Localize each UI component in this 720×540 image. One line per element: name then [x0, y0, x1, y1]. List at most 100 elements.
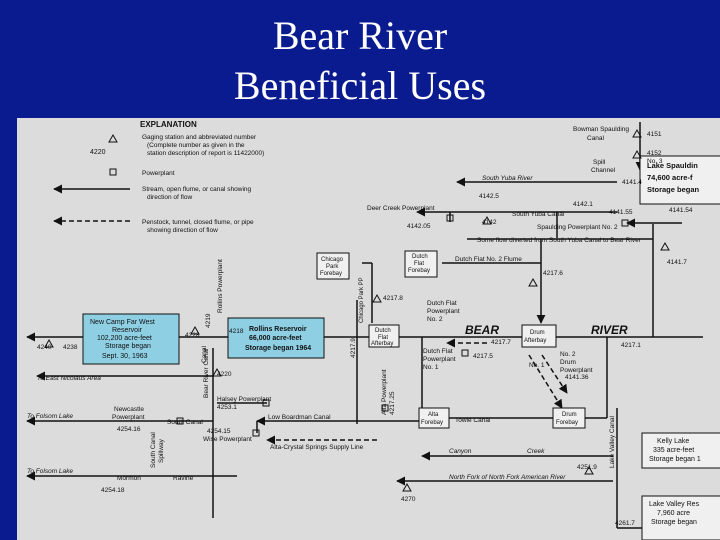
dutch-flat-pp2-label1: Dutch Flat: [427, 300, 457, 307]
gage-4152-icon: [632, 149, 642, 159]
drum-forebay-label1: Drum: [562, 412, 577, 418]
legend-powerplant: Powerplant: [142, 170, 175, 177]
drum-pp2-label3: Powerplant: [560, 367, 593, 374]
bowman-canal-label1: Bowman Spaulding: [573, 126, 629, 133]
legend-gaging-text1: Gaging station and abbreviated number: [142, 134, 257, 141]
station-4228: 4228: [185, 332, 200, 339]
gage-4240-icon: [44, 338, 54, 348]
bear-river-label2: RIVER: [591, 323, 628, 337]
station-4217-6: 4217.6: [543, 270, 563, 277]
station-4254-15: 4254.15: [207, 428, 231, 435]
canal-label: Canal: [201, 345, 208, 363]
gage-4217-8-icon: [372, 293, 382, 303]
lake-valley-res-label2: 7,960 acre: [657, 510, 690, 517]
legend-penstock-text2: showing direction of flow: [147, 227, 218, 234]
drum-pp2-label2: Drum: [560, 359, 576, 366]
chicago-forebay-label1: Chicago: [321, 257, 344, 263]
station-4217-9: 4217.9: [350, 338, 357, 358]
powerplant-dutch1-icon: [461, 349, 469, 357]
station-4251-9: 4251.9: [577, 464, 597, 471]
powerplant-wise-icon: [252, 429, 260, 437]
gage-4217-6-icon: [528, 277, 538, 287]
legend-gaging-text3: station description of report is 1142200…: [147, 150, 264, 157]
powerplant-alta-icon: [381, 404, 389, 412]
station-4142: 4142: [482, 219, 497, 226]
legend-gaging-text2: (Complete number as given in the: [147, 142, 245, 149]
schematic-diagram: EXPLANATION 4220 Gaging station and abbr…: [17, 118, 720, 540]
rollins-label2: 66,000 acre-feet: [249, 335, 302, 342]
dutch-flat-pp2-label2: Powerplant: [427, 308, 460, 315]
station-4254-18: 4254.18: [101, 487, 125, 494]
spill-label2: Channel: [591, 167, 616, 174]
station-4219: 4219: [205, 313, 212, 328]
drum-pp2-label1: No. 2: [560, 351, 576, 358]
station-4141-7: 4141.7: [667, 259, 687, 266]
drum-forebay-label2: Forebay: [556, 420, 578, 426]
station-4217-1: 4217.1: [621, 342, 641, 349]
alta-crystal-label: Alta-Crystal Springs Supply Line: [270, 444, 364, 451]
new-camp-label3: 102,200 acre-feet: [97, 335, 152, 342]
powerplant-newcastle-icon: [176, 417, 184, 425]
station-4254-16: 4254.16: [117, 426, 141, 433]
station-4152-no3: No. 3: [647, 158, 663, 165]
lake-valley-canal-label: Lake Valley Canal: [609, 416, 616, 468]
gage-4151-icon: [632, 128, 642, 138]
gaging-station-icon: [108, 133, 118, 143]
dutch-forebay-label2: Flat: [414, 261, 424, 267]
kelly-lake-box: [641, 432, 720, 469]
lake-valley-res-box: [641, 495, 720, 540]
new-camp-label5: Sept. 30, 1963: [102, 353, 148, 360]
dutch-afterbay-label1: Dutch: [375, 328, 391, 334]
station-4217-7: 4217.7: [491, 339, 511, 346]
drum-forebay-box: [552, 407, 586, 429]
to-east-nicolaus-label: To East Nicolaus Area: [37, 375, 101, 382]
gage-4142-icon: [482, 215, 492, 225]
mormon-label: Mormon: [117, 475, 141, 482]
station-4261-7: 4261.7: [615, 520, 635, 527]
legend-gaging-example: 4220: [90, 149, 106, 156]
powerplant-deer-creek-icon: [446, 214, 454, 222]
dutch-flat-pp1-label3: No. 1: [423, 364, 439, 371]
station-4142-05: 4142.05: [407, 223, 431, 230]
to-folsom-lake-label2: To Folsom Lake: [27, 468, 73, 475]
legend-penstock-text1: Penstock, tunnel, closed flume, or pipe: [142, 219, 254, 226]
lake-spaulding-label: Lake Spauldin: [647, 161, 698, 170]
gage-4228-icon: [190, 325, 200, 335]
new-camp-label4: Storage began: [105, 343, 151, 350]
canyon-creek-label1: Canyon: [449, 448, 472, 455]
powerplant-halsey-icon: [262, 399, 270, 407]
station-4253-1: 4253.1: [217, 404, 237, 411]
dutch-afterbay-label3: Afterbay: [371, 341, 393, 347]
powerplant-spaulding2-icon: [621, 219, 629, 227]
alta-forebay-label1: Alta: [428, 412, 439, 418]
chicago-forebay-label2: Park: [326, 264, 339, 270]
rollins-label3: Storage began 1964: [245, 345, 311, 352]
station-4217-25: 4217.25: [389, 391, 396, 415]
low-boardman-label: Low Boardman Canal: [268, 414, 331, 421]
powerplant-icon: [109, 168, 117, 176]
lake-spaulding-date: Storage began: [647, 185, 700, 194]
newcastle-pp-label2: Powerplant: [112, 414, 145, 421]
south-canal-spillway-label1: South Canal: [150, 432, 157, 468]
alta-forebay-label2: Forebay: [421, 420, 443, 426]
rollins-label1: Rollins Reservoir: [249, 326, 307, 333]
station-4142-1: 4142.1: [573, 201, 593, 208]
rollins-reservoir: [227, 317, 325, 359]
bowman-canal-label2: Canal: [587, 135, 605, 142]
drum-afterbay-label1: Drum: [530, 330, 545, 336]
rollins-pp-label: Rollins Powerplant: [217, 259, 224, 313]
dutch-flat-forebay-box: [404, 250, 438, 278]
drum-afterbay-box: [521, 324, 557, 348]
to-folsom-lake-label1: To Folsom Lake: [27, 413, 73, 420]
south-canal-label: South Canal: [167, 419, 203, 426]
bear-river-label1: BEAR: [465, 323, 499, 337]
station-4142-5: 4142.5: [479, 193, 499, 200]
south-yuba-river-label: South Yuba River: [482, 175, 533, 182]
spaulding-pp2-label: Spaulding Powerplant No. 2: [537, 224, 618, 231]
halsey-pp-label: Halsey Powerplant: [217, 396, 271, 403]
station-4217-5: 4217.5: [473, 353, 493, 360]
dutch-flat-afterbay-box: [368, 324, 400, 348]
lake-spaulding-capacity: 74,600 acre-f: [647, 173, 693, 182]
dutch-flat2-flume-label: Dutch Flat No. 2 Flume: [455, 256, 522, 263]
canyon-creek-label2: Creek: [527, 448, 545, 455]
